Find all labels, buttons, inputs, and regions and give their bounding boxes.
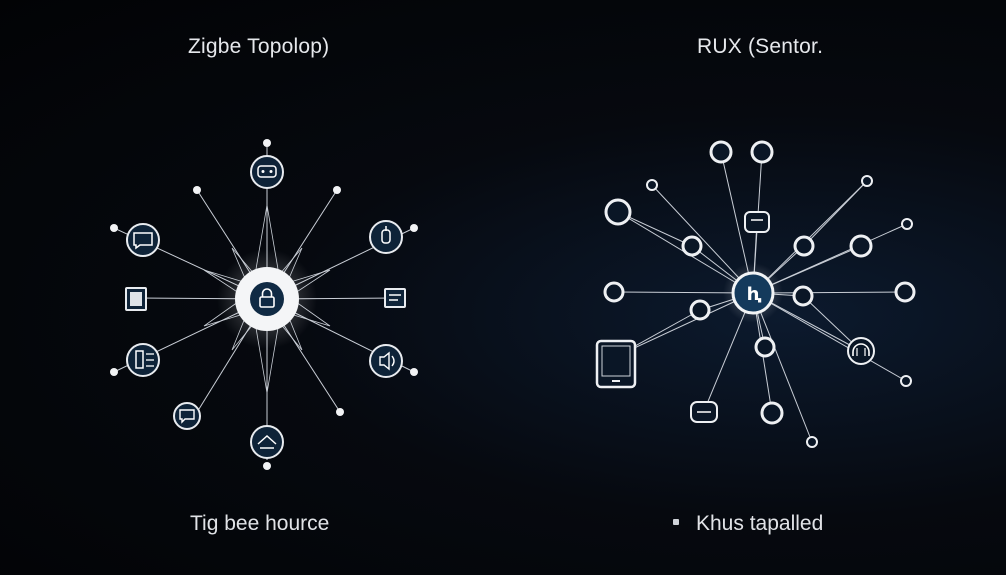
- router-icon: [250, 155, 284, 189]
- bullet-icon: [673, 519, 679, 526]
- endpoint-dot: [410, 368, 418, 376]
- mesh-endpoint: [901, 218, 913, 230]
- mesh-endpoint: [900, 375, 912, 387]
- endpoint-dot: [336, 408, 344, 416]
- endpoint-dot: [193, 186, 201, 194]
- mesh-endpoint: [806, 436, 818, 448]
- screen-icon: [744, 211, 770, 233]
- endpoint-dot: [263, 139, 271, 147]
- sensor-icon: [125, 287, 147, 311]
- chat-icon: [690, 401, 718, 423]
- mesh-node: [681, 235, 703, 257]
- speaker-icon: [369, 344, 403, 378]
- mesh-node: [894, 281, 916, 303]
- mesh-node: [792, 285, 814, 307]
- switch-icon: [369, 220, 403, 254]
- home-icon: [250, 425, 284, 459]
- endpoint-dot: [333, 186, 341, 194]
- tablet-icon: [595, 339, 637, 389]
- lock-icon: [250, 282, 284, 316]
- right-diagram-caption: Khus tapalled: [673, 512, 823, 536]
- left-diagram-caption: Tig bee hource: [190, 512, 330, 535]
- mesh-node: [849, 234, 873, 258]
- link-line: [803, 180, 868, 247]
- left-endpoints: [110, 139, 418, 416]
- mesh-node: [709, 140, 733, 164]
- mesh-node: [760, 401, 784, 425]
- mesh-node: [793, 235, 815, 257]
- display-icon: [384, 288, 406, 308]
- mesh-endpoint: [861, 175, 873, 187]
- right-caption-text: Khus tapalled: [696, 512, 824, 535]
- mesh-node: [603, 281, 625, 303]
- mesh-endpoint: [646, 179, 658, 191]
- right-small-nodes: [646, 175, 913, 448]
- endpoint-dot: [410, 224, 418, 232]
- chat-bubble-icon: [126, 223, 160, 257]
- mesh-node: [604, 198, 632, 226]
- mesh-node: [689, 299, 711, 321]
- endpoint-dot: [110, 368, 118, 376]
- hub-node: [731, 271, 775, 315]
- right-diagram-title: RUX (Sentor.: [697, 35, 824, 58]
- message-icon: [173, 402, 201, 430]
- mesh-node: [750, 140, 774, 164]
- endpoint-dot: [110, 224, 118, 232]
- mesh-node: [754, 336, 776, 358]
- link-line: [617, 211, 693, 247]
- device-panel-icon: [126, 343, 160, 377]
- endpoint-dot: [263, 462, 271, 470]
- dome-icon: [847, 337, 875, 365]
- left-diagram-title: Zigbe Topolop): [188, 35, 330, 58]
- right-nodes: [603, 140, 916, 425]
- hub-label: ⱨ: [747, 284, 762, 305]
